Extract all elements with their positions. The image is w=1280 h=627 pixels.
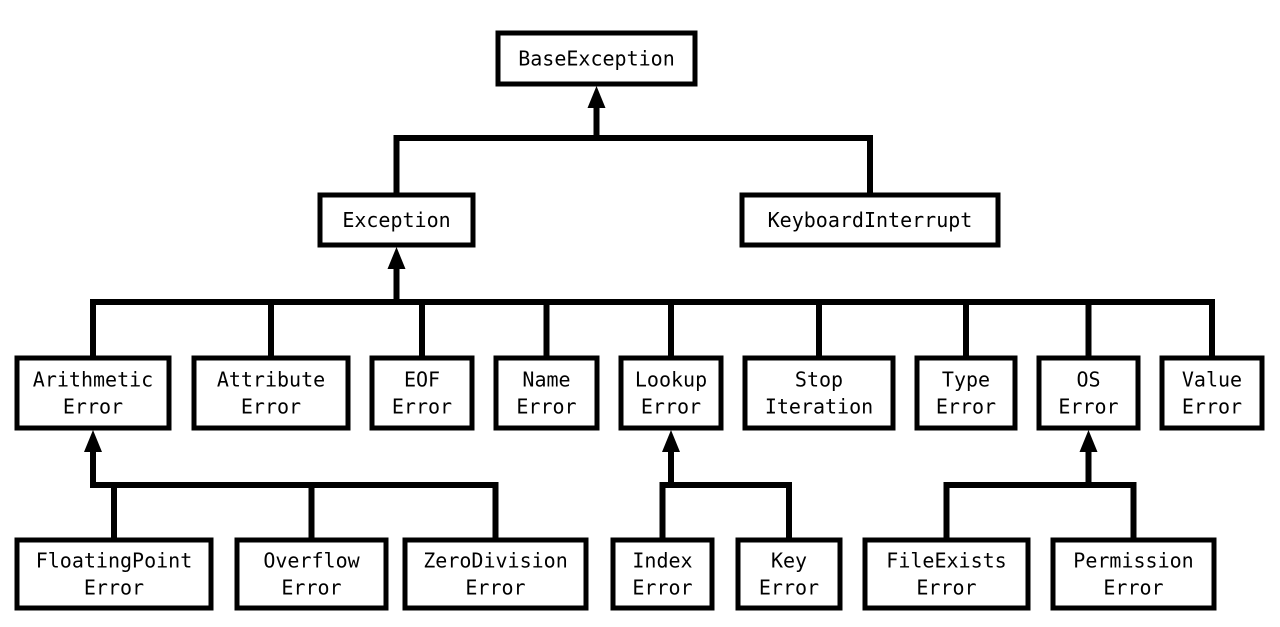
node-label: Error <box>936 395 996 419</box>
node-label: Overflow <box>263 549 360 573</box>
node-box <box>735 537 843 611</box>
node-box <box>369 355 475 431</box>
arrowhead-icon <box>662 430 680 452</box>
node-label: Error <box>84 576 144 600</box>
node-label: Arithmetic <box>33 368 153 392</box>
node-label: Index <box>632 549 692 573</box>
node-label: Error <box>241 395 301 419</box>
node-box <box>14 355 172 431</box>
node-label: Lookup <box>635 368 707 392</box>
node-label: Error <box>281 576 341 600</box>
node-label: Permission <box>1073 549 1193 573</box>
node-label: Error <box>1058 395 1118 419</box>
node-box <box>1159 355 1265 431</box>
node-label: Error <box>916 576 976 600</box>
node-label: BaseException <box>518 47 675 71</box>
node-box <box>191 355 351 431</box>
node-label: Error <box>1103 576 1163 600</box>
arrowhead-icon <box>587 86 606 108</box>
arrowhead-icon <box>84 430 102 452</box>
node-label: Name <box>522 368 570 392</box>
node-label: EOF <box>404 368 440 392</box>
node-box <box>493 355 600 431</box>
node-box <box>618 355 724 431</box>
node-label: Error <box>392 395 452 419</box>
node-label: Value <box>1182 368 1242 392</box>
node-label: Type <box>942 368 990 392</box>
node-box <box>402 537 589 611</box>
node-box <box>495 30 698 87</box>
node-label: Exception <box>342 208 450 232</box>
node-box <box>1050 537 1217 611</box>
node-label: Key <box>771 549 807 573</box>
node-label: OS <box>1076 368 1100 392</box>
node-keyboard: KeyboardInterrupt <box>739 192 1001 248</box>
node-box <box>862 537 1031 611</box>
node-box <box>739 192 1001 248</box>
node-os: OS Error <box>1036 355 1141 431</box>
node-box <box>234 537 389 611</box>
node-box <box>317 192 476 248</box>
node-label: Error <box>759 576 819 600</box>
node-label: Error <box>63 395 123 419</box>
edges-layer <box>84 86 1215 540</box>
node-box <box>14 537 214 611</box>
node-label: FloatingPoint <box>36 549 193 573</box>
node-label: Error <box>641 395 701 419</box>
node-label: ZeroDivision <box>423 549 568 573</box>
node-label: FileExists <box>886 549 1006 573</box>
arrowhead-icon <box>1079 430 1098 452</box>
node-box <box>1036 355 1141 431</box>
node-box <box>914 355 1018 431</box>
node-box <box>742 355 896 431</box>
node-label: Error <box>465 576 525 600</box>
node-exception: Exception <box>317 192 476 248</box>
node-label: Error <box>516 395 576 419</box>
node-label: Attribute <box>217 368 325 392</box>
node-label: Error <box>1182 395 1242 419</box>
node-eof: EOF Error <box>369 355 475 431</box>
node-label: Error <box>632 576 692 600</box>
node-box <box>610 537 715 611</box>
arrowhead-icon <box>387 247 406 269</box>
node-label: Stop <box>795 368 843 392</box>
node-label: Iteration <box>765 395 873 419</box>
node-base: BaseException <box>495 30 698 87</box>
node-label: KeyboardInterrupt <box>768 208 973 232</box>
